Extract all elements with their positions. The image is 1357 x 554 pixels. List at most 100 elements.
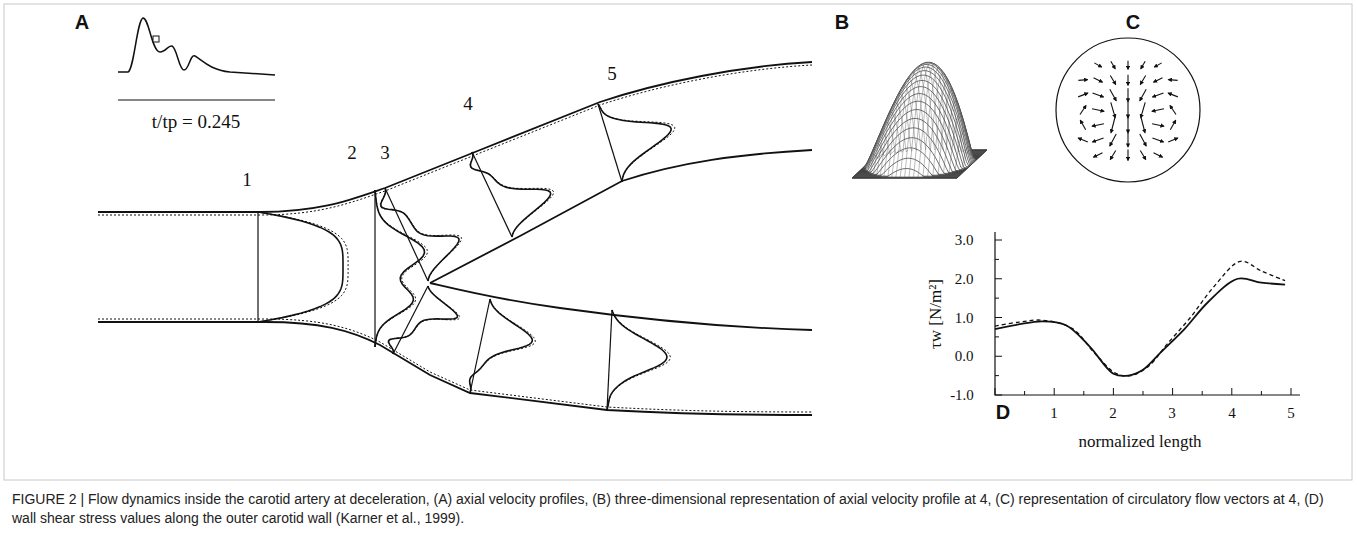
axis-lines [995,232,1300,395]
vessel-section [1056,38,1200,182]
profile-section [598,104,675,182]
flow-vector [1111,61,1115,68]
y-tick [995,395,1002,396]
flow-vector [1110,134,1116,146]
wss-curve-dashed [995,261,1285,376]
profile-section [469,299,535,393]
tick-label: 5 [1287,405,1295,422]
wss-curves [995,261,1285,376]
surface-mesh-line [957,150,987,178]
flow-vector [1152,138,1163,142]
flow-vector [1093,93,1104,97]
flow-vector [1092,138,1103,142]
flow-vector [1127,133,1128,147]
profile-curve [375,190,425,347]
surface-mesh-line [865,133,895,178]
tick-label: 1.0 [955,310,974,327]
axis-label: τw [N/m²] [927,279,946,349]
callout-number: 4 [463,94,473,115]
velocity-surface [852,62,987,178]
flow-vector [1127,117,1128,133]
waveform-curve [118,18,275,75]
axis-ticks [995,240,1291,395]
flow-waveform [118,18,275,100]
x-tick [1261,391,1262,395]
wss-axes [995,232,1300,395]
profile-dotted [388,286,460,354]
y-tick [995,375,999,376]
x-tick [1024,391,1025,395]
y-tick [995,317,1002,318]
x-tick [1231,388,1232,395]
section-line [374,190,375,347]
y-tick [995,259,999,260]
y-tick [995,278,1002,279]
panel-letter: A [75,11,89,33]
flow-vector [1093,153,1102,157]
flow-vector [1141,117,1145,133]
flow-vector [1140,89,1146,101]
section-line [257,212,258,322]
flow-vector [1154,78,1163,82]
profile-section [607,310,670,410]
velocity-profiles [258,104,675,410]
flow-vector [1094,78,1103,82]
y-tick [995,336,999,337]
profile-section [470,152,554,237]
inner-wall-ica [430,150,812,283]
flow-vector [1141,61,1145,68]
figure-caption: FIGURE 2 | Flow dynamics inside the caro… [12,490,1342,528]
callout-number: 5 [607,64,617,85]
surface-mesh-line [861,143,891,178]
flow-vector [1152,109,1164,112]
outer-wall-eca [98,322,812,415]
tick-label: 4 [1228,405,1236,422]
callout-number: 1 [242,170,252,191]
flow-vector [1078,138,1088,142]
flow-vector [1141,102,1145,117]
tick-label: 1 [1050,405,1058,422]
outer-wall-eca-dotted [98,319,812,412]
flow-vector [1092,109,1104,112]
callout-number: 3 [380,143,390,164]
flow-vector [1111,102,1115,117]
flow-vector [1153,153,1162,157]
profile-curve [381,188,459,281]
tick-label: 3.0 [955,232,974,249]
flow-vector [1078,93,1088,97]
section-line [598,104,622,182]
flow-vector [1168,93,1178,97]
outer-wall-ica-dotted [98,65,812,215]
artery-walls-dotted [98,65,812,412]
figure-frame [4,4,1352,480]
panel-letter: D [996,401,1010,423]
panel-letter: B [835,11,849,33]
flow-vector [1092,124,1104,126]
surface-mesh-line [953,147,983,178]
flow-vector [1170,120,1175,129]
profile-section [380,188,461,281]
flow-vector [1110,89,1116,101]
tick-label: 0.0 [955,348,974,365]
artery-walls [98,62,812,415]
flow-vector [1127,75,1128,86]
profile-dotted [470,152,554,237]
flow-vector [1110,76,1115,85]
profile-dotted [469,299,535,393]
flow-vector [1140,76,1145,85]
section-line [472,152,512,237]
flow-vector [1094,63,1101,67]
callout-number: 2 [347,143,357,164]
surface-mesh-line [918,64,948,178]
flow-vector [1127,102,1128,118]
profile-curve [470,299,533,393]
outer-wall-ica [98,62,812,212]
flow-vector [1140,134,1146,146]
time-marker [153,36,159,42]
wss-curve-solid [995,278,1285,376]
surface-mesh-line [926,73,956,178]
callout-number: t/tp = 0.245 [152,112,240,133]
flow-vector [1154,63,1161,67]
profile-dotted [607,310,670,410]
